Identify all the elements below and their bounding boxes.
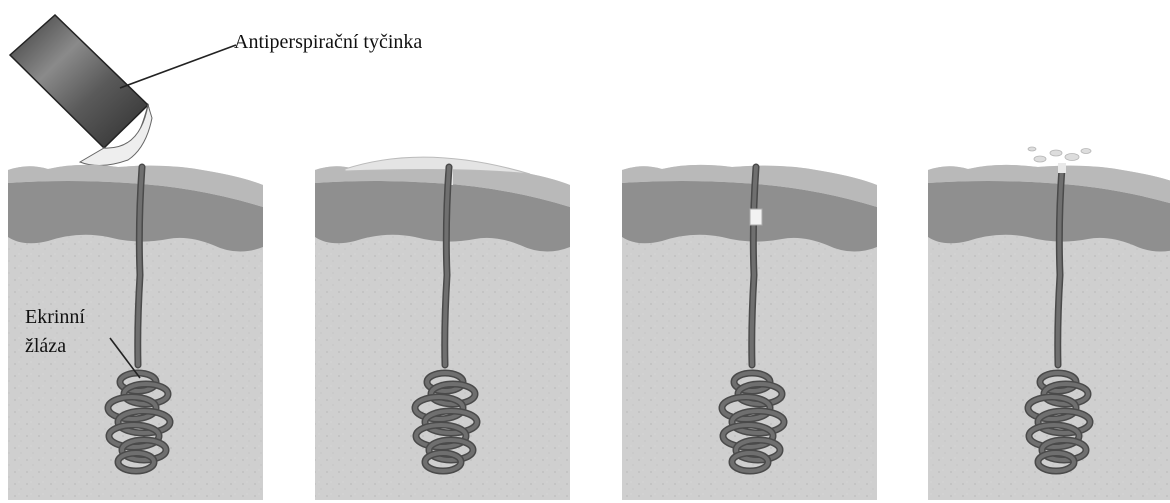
residue-flake — [1034, 156, 1046, 162]
stick-leader-line — [120, 45, 236, 88]
residue-flake — [1065, 154, 1079, 161]
residue-flake — [1050, 150, 1062, 156]
residue-flake — [1028, 147, 1036, 151]
pore-plug — [750, 209, 762, 225]
panel-4-wash-off — [928, 147, 1170, 500]
gland-label-line-2: žláza — [25, 334, 66, 358]
panel-2-film — [315, 157, 570, 500]
residue-flake — [1081, 149, 1091, 154]
stick-label: Antiperspirační tyčinka — [234, 30, 422, 54]
antiperspirant-stick — [10, 15, 152, 166]
panel-1-application — [8, 165, 263, 500]
panel-3-plug — [622, 165, 877, 500]
gland-label-line-1: Ekrinní — [25, 305, 85, 329]
